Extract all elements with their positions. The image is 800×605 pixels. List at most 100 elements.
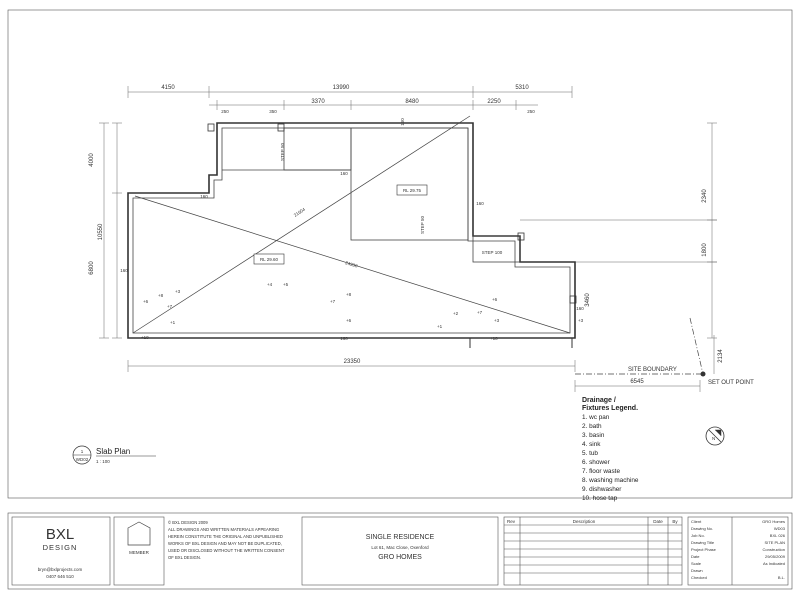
project-address: Lot 61, Mac Close, Oxenford [371, 545, 429, 550]
copyright-line: WORKS OF BXL DESIGN AND MAY NOT BE DUPLI… [168, 541, 282, 546]
dim-left-2: 6800 [89, 261, 95, 275]
fixtures-legend: Drainage / Fixtures Legend. 1. wc pan 2.… [582, 397, 639, 502]
logo-text-1: BXL [46, 526, 74, 543]
title-block: BXL DESIGN bryn@bxlprojects.com 0407 646… [7, 512, 793, 590]
rev-header: Date [653, 519, 663, 524]
rl-1: RL 29.60 [260, 257, 279, 262]
copyright-notice: © BXL DESIGN 2009 ALL DRAWINGS AND WRITT… [168, 520, 285, 560]
legend-item: 10. hose tap [582, 495, 618, 502]
project-client: GRO HOMES [378, 554, 422, 561]
info-label: Checked [691, 575, 707, 580]
plan-ref-number: 1 [81, 449, 84, 454]
info-value: 29/05/2009 [765, 554, 786, 559]
marker: +7 [167, 304, 173, 309]
info-label: Drawing No. [691, 526, 713, 531]
info-value: Construction [763, 547, 785, 552]
dim-second-4: 8480 [405, 99, 419, 105]
info-value: As Indicated [763, 561, 785, 566]
marker: +2 [453, 311, 459, 316]
copyright-line: OF BXL DESIGN. [168, 555, 201, 560]
info-value: B.L. [778, 575, 785, 580]
plan-title: Slab Plan [96, 447, 130, 456]
info-value: WD03 [774, 526, 786, 531]
logo-text-2: DESIGN [43, 543, 78, 552]
north-arrow-icon [705, 426, 725, 446]
dim-second-1: 250 [221, 109, 229, 114]
diagonals: 21604 24330 [132, 115, 571, 334]
copyright-line: USED OR DISCLOSED WITHOUT THE WRITTEN CO… [168, 548, 285, 553]
contact-email: bryn@bxlprojects.com [38, 567, 83, 572]
step-100-area [472, 235, 521, 263]
member-badge-icon [127, 521, 151, 546]
marker: +1 [170, 320, 176, 325]
legend-item: 4. sink [582, 441, 601, 448]
raised-area [350, 127, 469, 241]
legend-item: 8. washing machine [582, 477, 639, 484]
marker: +3 [175, 289, 181, 294]
legend-item: 3. basin [582, 432, 605, 439]
rl-2: RL 29.75 [403, 188, 422, 193]
marker: +5 [283, 282, 289, 287]
step-50-label: STEP 50 [420, 216, 425, 234]
info-table [687, 516, 789, 586]
marker: +7 [330, 299, 336, 304]
wall-label-2: 160 [120, 268, 128, 273]
site-boundary: SITE BOUNDARY 2134 SET OUT POINT [575, 317, 754, 386]
info-label: Date [691, 554, 700, 559]
wall-label-5: 160 [576, 306, 584, 311]
set-out-point-label: SET OUT POINT [708, 380, 754, 386]
rl-box-1 [253, 253, 285, 265]
logo-cell [11, 516, 111, 586]
dim-right-3: 3460 [585, 293, 591, 307]
rev-header: Rev [507, 519, 516, 524]
info-value: GRO Homes [762, 519, 785, 524]
legend-item: 5. tub [582, 450, 598, 457]
step-garage-label: STEP 50 [280, 143, 285, 161]
wall-label-6: 160 [340, 336, 348, 341]
info-label: Drawn [691, 568, 703, 573]
info-label: Job No. [691, 533, 705, 538]
dim-left-overall: 10550 [98, 223, 104, 240]
rev-header: By [672, 519, 678, 524]
copyright-line: ALL DRAWINGS AND WRITTEN MATERIALS APPEA… [168, 527, 279, 532]
left-dimensions: 10550 4000 6800 [89, 122, 122, 339]
dim-right-2: 1800 [702, 243, 708, 257]
dim-second-3: 3370 [311, 99, 325, 105]
set-out-point-marker [700, 371, 706, 377]
project-title: SINGLE RESIDENCE [366, 534, 435, 541]
dim-second-5: 2250 [487, 99, 501, 105]
legend-item: 1. wc pan [582, 414, 610, 421]
contact-phone: 0407 646 510 [46, 574, 74, 579]
marker: +4 [267, 282, 273, 287]
legend-item: 2. bath [582, 423, 602, 430]
marker: +6 [143, 299, 149, 304]
info-value: SITE PLAN [765, 540, 786, 545]
north-label: N [712, 436, 715, 441]
legend-item: 7. floor waste [582, 468, 620, 475]
info-label: Project Phase [691, 547, 717, 552]
wall-label-3: 160 [340, 171, 348, 176]
rev-header: Description [573, 519, 596, 524]
north-arrow: N [705, 426, 725, 446]
plan-scale: 1 : 100 [96, 459, 110, 464]
right-dimensions: 2340 1800 3460 [520, 122, 717, 339]
copyright-line: HEREIN CONSTITUTE THE ORIGINAL AND UNPUB… [168, 534, 283, 539]
bottom-dimensions: 23350 6545 [127, 359, 701, 392]
plan-title-block: 1 WD02 Slab Plan 1 : 100 [72, 445, 156, 465]
diagonal-1-label: 21604 [293, 207, 307, 218]
site-boundary-label: SITE BOUNDARY [628, 367, 677, 373]
legend-title-2: Fixtures Legend. [582, 405, 638, 412]
plan-ref-sheet: WD02 [76, 457, 89, 462]
dim-second-2: 350 [269, 109, 277, 114]
legend-item: 9. dishwasher [582, 486, 622, 493]
dim-bottom-overall: 23350 [344, 359, 361, 365]
marker: +3 [578, 318, 584, 323]
info-value: BXL 026 [770, 533, 786, 538]
info-label: Scale [691, 561, 702, 566]
slab-outline [127, 122, 577, 348]
info-label: Client [691, 519, 702, 524]
marker: +7 [477, 310, 483, 315]
marker: +1 [437, 324, 443, 329]
member-cell [113, 516, 165, 586]
